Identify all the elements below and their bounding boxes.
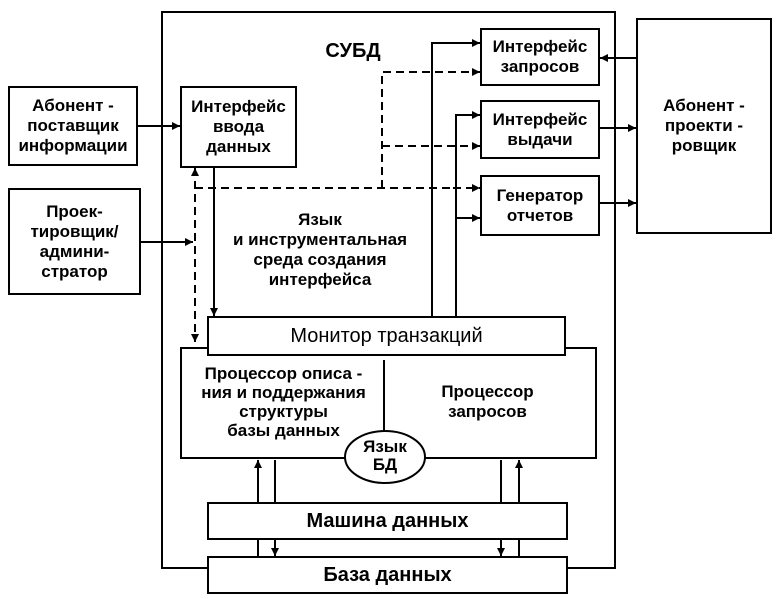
subscriber-designer-box: Абонент - проекти - ровщик [636, 18, 772, 234]
subscriber-designer-label: Абонент - проекти - ровщик [663, 96, 745, 155]
database-label: База данных [323, 564, 452, 586]
arrow-to-query-interface [431, 39, 480, 316]
arrow-to-output-interface [455, 111, 480, 316]
dbms-title: СУБД [325, 40, 381, 62]
query-interface-box: Интерфейс запросов [480, 28, 600, 86]
query-processor-label: Процессор запросов [441, 382, 534, 421]
db-language-label: Язык БД [363, 437, 407, 474]
transaction-monitor-box: Монитор транзакций [207, 316, 566, 356]
structure-processor-label: Процессор описа - ния и поддержания стру… [201, 364, 366, 440]
query-interface-label: Интерфейс запросов [492, 37, 588, 76]
report-generator-label: Генератор отчетов [496, 185, 584, 225]
report-generator-box: Генератор отчетов [480, 175, 600, 236]
designer-admin-label: Проек- тировщик/ админи- стратор [30, 201, 119, 281]
subscriber-supplier-label: Абонент - поставщик информации [18, 96, 128, 155]
designer-admin-box: Проек- тировщик/ админи- стратор [8, 188, 141, 295]
input-interface-box: Интерфейс ввода данных [180, 86, 297, 168]
output-interface-box: Интерфейс выдачи [480, 100, 600, 159]
data-machine-label: Машина данных [306, 510, 469, 532]
input-interface-label: Интерфейс ввода данных [191, 97, 286, 156]
subscriber-supplier-box: Абонент - поставщик информации [8, 86, 138, 166]
transaction-monitor-label: Монитор транзакций [290, 325, 483, 347]
language-environment-label: Язык и инструментальная среда создания и… [232, 210, 408, 289]
database-box: База данных [207, 556, 568, 594]
db-language-ellipse [344, 430, 426, 484]
output-interface-label: Интерфейс выдачи [492, 109, 588, 149]
data-machine-box: Машина данных [207, 502, 568, 540]
